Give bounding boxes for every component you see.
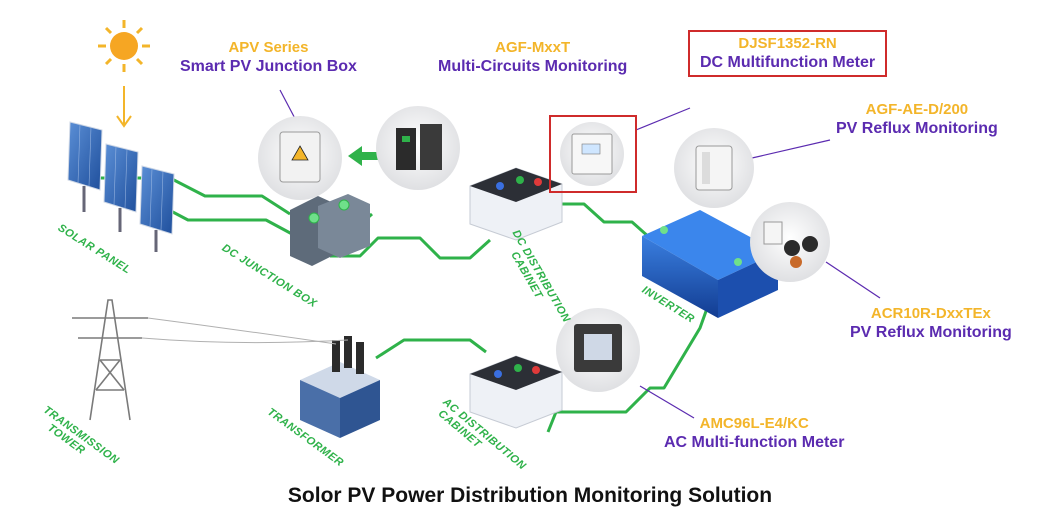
- callout-agf-ae: [751, 139, 831, 159]
- solar-panel: [67, 121, 103, 212]
- sunlight-arrow-icon: [116, 86, 132, 128]
- transmission-tower: [72, 299, 349, 421]
- solar-panel: [139, 165, 175, 252]
- wire-ac-cabinet-to-transformer: [375, 338, 487, 360]
- dc-junction-box: [290, 194, 370, 266]
- agf-mxxt-desc: Multi-Circuits Monitoring: [438, 58, 628, 75]
- solar-panel-array: [67, 121, 175, 252]
- label-agf-mxxt: AGF-MxxT Multi-Circuits Monitoring: [438, 38, 627, 77]
- apv-model: APV Series: [228, 39, 309, 56]
- agf-ae-model: AGF-AE-D/200: [865, 101, 969, 118]
- djsf-highlight-frame: [549, 115, 637, 193]
- acr10r-model: ACR10R-DxxTEx: [870, 305, 991, 322]
- callouts: [279, 89, 881, 419]
- agf-mxxt-model: AGF-MxxT: [495, 39, 571, 56]
- label-amc96l: AMC96L-E4/KC AC Multi-function Meter: [664, 414, 844, 453]
- transformer: [300, 336, 380, 438]
- callout-amc96l: [639, 385, 695, 419]
- label-djsf: DJSF1352-RN DC Multifunction Meter: [688, 30, 888, 77]
- wiring: [96, 176, 712, 433]
- amc96l-meter-image: [556, 308, 640, 392]
- warning-icon: [291, 145, 309, 161]
- sun-icon: [98, 20, 150, 72]
- page-title: Solor PV Power Distribution Monitoring S…: [287, 484, 773, 507]
- apv-junction-box-image: [258, 116, 342, 200]
- dc-distribution-cabinet: [469, 167, 563, 241]
- agf-ae-desc: PV Reflux Monitoring: [836, 120, 998, 137]
- acr10r-desc: PV Reflux Monitoring: [850, 324, 1012, 341]
- agf-ae-module-image: [674, 128, 754, 208]
- wire-dc-cabinet-to-inverter: [556, 202, 651, 240]
- djsf-model: DJSF1352-RN: [738, 35, 837, 52]
- apv-desc: Smart PV Junction Box: [180, 58, 357, 75]
- amc96l-desc: AC Multi-function Meter: [664, 434, 845, 451]
- acr10r-module-image: [750, 202, 830, 282]
- agf-mxxt-module-image: [376, 106, 460, 190]
- label-apv: APV Series Smart PV Junction Box: [180, 38, 357, 77]
- solar-panel: [103, 143, 139, 232]
- callout-acr10r: [825, 261, 881, 299]
- label-acr10r: ACR10R-DxxTEx PV Reflux Monitoring: [850, 304, 1012, 343]
- callout-djsf: [635, 107, 691, 131]
- djsf-meter-image: [560, 122, 624, 186]
- ac-distribution-cabinet: [469, 355, 563, 429]
- amc96l-model: AMC96L-E4/KC: [699, 415, 809, 432]
- label-agf-ae: AGF-AE-D/200 PV Reflux Monitoring: [836, 100, 998, 139]
- djsf-desc: DC Multifunction Meter: [700, 54, 876, 71]
- wire-junction-to-dc-cabinet: [330, 236, 492, 260]
- arrow-left-icon: [348, 146, 378, 166]
